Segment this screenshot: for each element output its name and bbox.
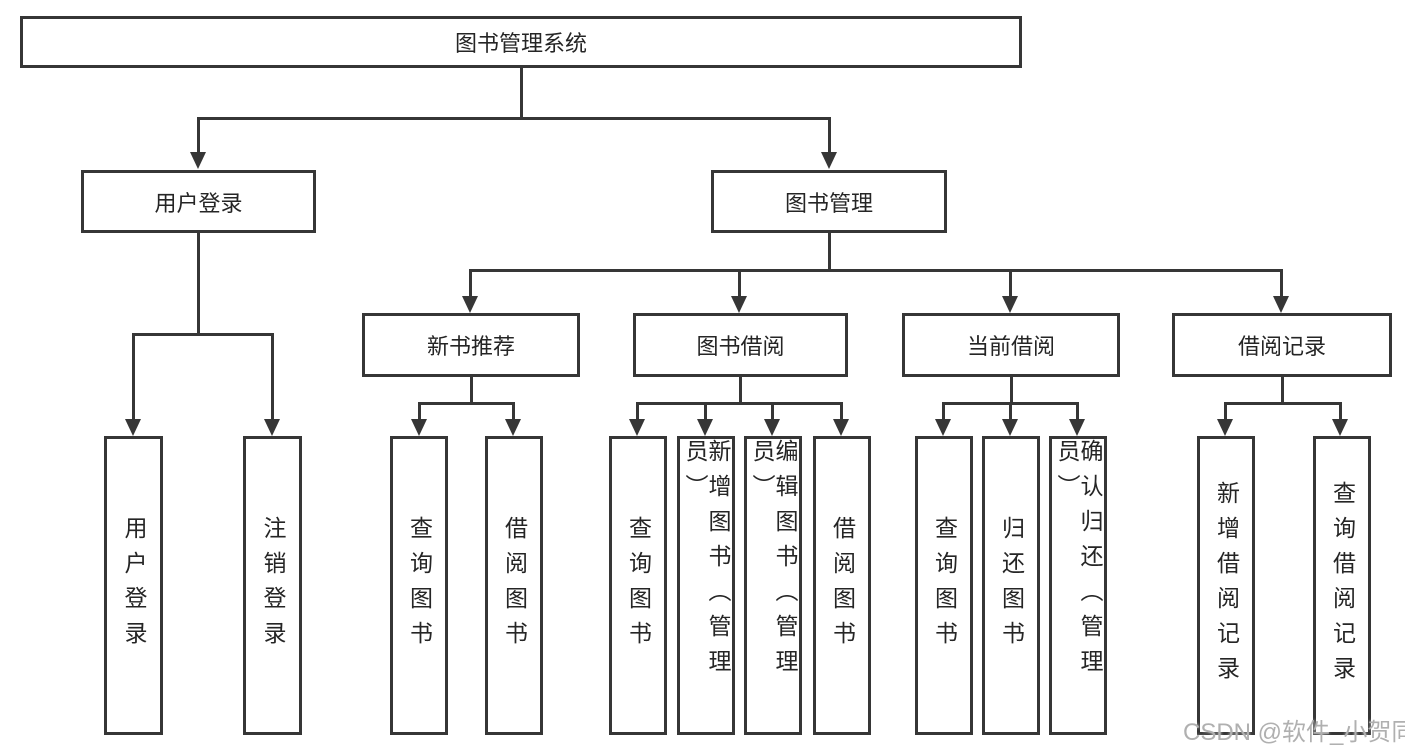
leaf-borrow-books-borrowing: 借阅图书 <box>813 436 871 735</box>
connector-recommend-drop-1 <box>418 402 421 420</box>
arrow-down-icon <box>764 419 780 436</box>
leaf-logout: 注销登录 <box>243 436 302 735</box>
leaf-edit-book-admin: 编辑图书（管理员） <box>744 436 802 735</box>
arrow-down-icon <box>935 419 951 436</box>
arrow-down-icon <box>629 419 645 436</box>
connector-mgmt-drop-4 <box>1280 269 1283 298</box>
connector-borrowing-bar <box>636 402 843 405</box>
connector-records-stem <box>1281 377 1284 405</box>
connector-records-bar <box>1224 402 1342 405</box>
arrow-down-icon <box>1002 419 1018 436</box>
connector-borrowing-drop-2 <box>704 402 707 420</box>
connector-login-drop-2 <box>271 333 274 420</box>
leaf-query-books-borrowing: 查询图书 <box>609 436 667 735</box>
leaf-label: 查询图书 <box>406 515 433 656</box>
leaf-label: 编辑图书（管理员） <box>749 439 798 684</box>
connector-mgmt-drop-3 <box>1009 269 1012 298</box>
leaf-borrow-books-recommend: 借阅图书 <box>485 436 543 735</box>
leaf-add-borrow-record: 新增借阅记录 <box>1197 436 1255 735</box>
arrow-down-icon <box>1273 296 1289 313</box>
leaf-label: 新增图书（管理员） <box>682 439 731 684</box>
leaf-query-books-recommend: 查询图书 <box>390 436 448 735</box>
connector-borrowing-drop-1 <box>636 402 639 420</box>
arrow-down-icon <box>1002 296 1018 313</box>
connector-borrowing-stem <box>739 377 742 405</box>
leaf-query-books-current: 查询图书 <box>915 436 973 735</box>
leaf-label: 借阅图书 <box>829 515 856 656</box>
leaf-label: 归还图书 <box>998 515 1025 656</box>
arrow-down-icon <box>833 419 849 436</box>
leaf-label: 查询图书 <box>931 515 958 656</box>
arrow-down-icon <box>821 152 837 169</box>
node-borrowing-records: 借阅记录 <box>1172 313 1392 377</box>
connector-current-drop-2 <box>1009 402 1012 420</box>
node-root: 图书管理系统 <box>20 16 1022 68</box>
leaf-label: 用户登录 <box>121 515 147 656</box>
connector-borrowing-drop-4 <box>840 402 843 420</box>
node-book-borrowing: 图书借阅 <box>633 313 848 377</box>
leaf-label: 注销登录 <box>260 515 286 656</box>
node-user-login: 用户登录 <box>81 170 316 233</box>
connector-recommend-stem <box>470 377 473 405</box>
connector-recommend-drop-2 <box>512 402 515 420</box>
arrow-down-icon <box>264 419 280 436</box>
connector-current-stem <box>1010 377 1013 405</box>
node-new-book-recommend: 新书推荐 <box>362 313 580 377</box>
arrow-down-icon <box>125 419 141 436</box>
leaf-label: 新增借阅记录 <box>1213 480 1240 691</box>
connector-mgmt-drop-1 <box>469 269 472 298</box>
connector-login-bar <box>132 333 274 336</box>
arrow-down-icon <box>411 419 427 436</box>
connector-mgmt-drop-2 <box>738 269 741 298</box>
leaf-label: 查询借阅记录 <box>1329 480 1356 691</box>
leaf-label: 确认归还（管理员） <box>1054 439 1103 684</box>
arrow-down-icon <box>1217 419 1233 436</box>
connector-root-drop-right <box>828 117 831 154</box>
leaf-query-borrow-record: 查询借阅记录 <box>1313 436 1371 735</box>
leaf-add-book-admin: 新增图书（管理员） <box>677 436 735 735</box>
arrow-down-icon <box>731 296 747 313</box>
leaf-confirm-return-admin: 确认归还（管理员） <box>1049 436 1107 735</box>
connector-current-drop-3 <box>1076 402 1079 420</box>
arrow-down-icon <box>697 419 713 436</box>
connector-current-drop-1 <box>942 402 945 420</box>
connector-root-drop-left <box>197 117 200 154</box>
connector-login-stem <box>197 233 200 335</box>
arrow-down-icon <box>462 296 478 313</box>
connector-mgmt-stem <box>828 233 831 272</box>
arrow-down-icon <box>1332 419 1348 436</box>
leaf-label: 借阅图书 <box>501 515 528 656</box>
connector-borrowing-drop-3 <box>771 402 774 420</box>
connector-records-drop-1 <box>1224 402 1227 420</box>
connector-mgmt-bar <box>469 269 1283 272</box>
connector-recommend-bar <box>418 402 515 405</box>
arrow-down-icon <box>190 152 206 169</box>
leaf-label: 查询图书 <box>625 515 652 656</box>
node-current-borrowing: 当前借阅 <box>902 313 1120 377</box>
connector-root-stem <box>520 68 523 120</box>
arrow-down-icon <box>1069 419 1085 436</box>
arrow-down-icon <box>505 419 521 436</box>
leaf-user-login: 用户登录 <box>104 436 163 735</box>
connector-root-bar <box>197 117 831 120</box>
connector-login-drop-1 <box>132 333 135 420</box>
leaf-return-books: 归还图书 <box>982 436 1040 735</box>
connector-records-drop-2 <box>1339 402 1342 420</box>
node-book-management: 图书管理 <box>711 170 947 233</box>
csdn-watermark: CSDN @软件_小贺同学 <box>1183 719 1405 746</box>
